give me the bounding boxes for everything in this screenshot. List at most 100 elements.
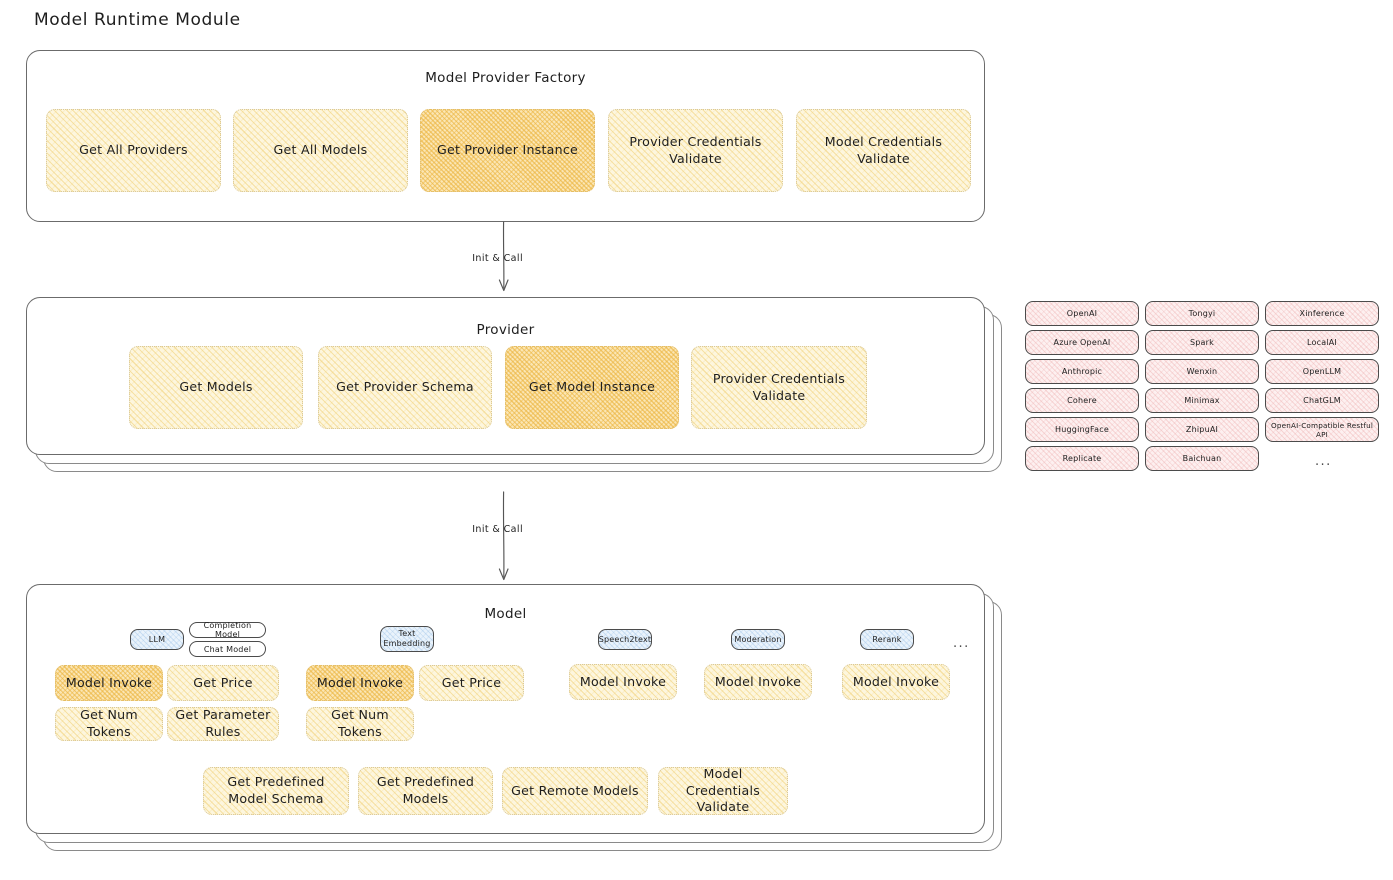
model-common-box-get-predefined-models[interactable]: Get Predefined Models [358,767,493,815]
speech2text-box-model-invoke[interactable]: Model Invoke [569,664,677,700]
model-common-box-get-remote-models[interactable]: Get Remote Models [502,767,648,815]
model-type-badge-label: Moderation [734,634,782,644]
provider-chip-replicate[interactable]: Replicate [1025,446,1139,471]
provider-chip-label: ZhipuAI [1185,425,1219,434]
model-types-more-ellipsis: ... [953,636,970,651]
model-type-badge-speech2text[interactable]: Speech2text [598,629,652,650]
provider-chip-openai-compatible-restful-api[interactable]: OpenAI-Compatible Restful API [1265,417,1379,442]
provider-chip-openai[interactable]: OpenAI [1025,301,1139,326]
provider-chip-zhipuai[interactable]: ZhipuAI [1145,417,1259,442]
factory-box-get-provider-instance[interactable]: Get Provider Instance [420,109,595,192]
model-title: Model [484,606,527,622]
llm-box-label: Model Invoke [65,674,153,690]
provider-box-get-models[interactable]: Get Models [129,346,303,429]
text-embedding-box-label: Get Num Tokens [331,707,389,739]
provider-chip-label: Spark [1190,338,1214,347]
llm-box-model-invoke[interactable]: Model Invoke [55,665,163,701]
model-provider-factory-title: Model Provider Factory [425,70,586,86]
rerank-box-model-invoke[interactable]: Model Invoke [842,664,950,700]
provider-chip-label: Anthropic [1061,367,1103,376]
provider-chip-anthropic[interactable]: Anthropic [1025,359,1139,384]
provider-panel: Provider Get Models Get Provider Schema … [26,297,985,455]
factory-box-label: Provider Credentials Validate [629,133,762,166]
model-type-badge-rerank[interactable]: Rerank [860,629,914,650]
provider-box-label: Get Models [179,379,253,395]
provider-chip-openllm[interactable]: OpenLLM [1265,359,1379,384]
provider-chip-label: Xinference [1299,309,1345,318]
factory-box-label: Model Credentials Validate [824,133,943,166]
text-embedding-box-get-num-tokens[interactable]: Get Num Tokens [306,707,414,741]
model-panel: Model LLM Completion Model Chat Model Mo… [26,584,985,834]
factory-box-provider-credentials-validate[interactable]: Provider Credentials Validate [608,109,783,192]
provider-chip-label: Azure OpenAI [1053,338,1111,347]
provider-chip-label: Baichuan [1182,454,1222,463]
factory-box-get-all-models[interactable]: Get All Models [233,109,408,192]
model-type-badge-label: Text Embedding [383,629,431,648]
model-subbadge-completion-model[interactable]: Completion Model [189,621,266,639]
model-common-box-label: Model Credentials Validate [685,766,761,815]
provider-chip-minimax[interactable]: Minimax [1145,388,1259,413]
provider-box-label: Get Provider Schema [336,379,474,395]
provider-chip-cohere[interactable]: Cohere [1025,388,1139,413]
model-type-badge-label: Speech2text [598,634,652,644]
provider-box-label: Get Model Instance [528,379,656,395]
provider-chip-label: Replicate [1062,454,1102,463]
provider-chip-label: Minimax [1184,396,1220,405]
model-type-badge-moderation[interactable]: Moderation [731,629,785,650]
moderation-box-model-invoke[interactable]: Model Invoke [704,664,812,700]
model-common-box-label: Get Predefined Models [376,774,475,806]
factory-box-label: Get All Providers [79,142,188,158]
llm-box-get-parameter-rules[interactable]: Get Parameter Rules [167,707,279,741]
page-title: Model Runtime Module [34,10,241,30]
model-subbadge-label: Completion Model [203,621,252,639]
provider-chip-label: Tongyi [1188,309,1216,318]
arrow-factory-to-provider [494,221,514,296]
provider-chip-xinference[interactable]: Xinference [1265,301,1379,326]
model-common-box-label: Get Predefined Model Schema [227,774,325,806]
provider-chip-label: Wenxin [1186,367,1218,376]
model-type-badge-text-embedding[interactable]: Text Embedding [380,626,434,652]
provider-chip-tongyi[interactable]: Tongyi [1145,301,1259,326]
model-type-badge-label: LLM [148,634,166,644]
llm-box-get-price[interactable]: Get Price [167,665,279,701]
llm-box-get-num-tokens[interactable]: Get Num Tokens [55,707,163,741]
provider-chip-label: OpenAI [1066,309,1098,318]
speech2text-box-label: Model Invoke [579,673,667,689]
text-embedding-box-model-invoke[interactable]: Model Invoke [306,665,414,701]
provider-chip-label: LocalAI [1307,338,1337,347]
model-provider-factory-panel: Model Provider Factory Get All Providers… [26,50,985,222]
provider-box-label: Provider Credentials Validate [712,370,846,403]
provider-chip-huggingface[interactable]: HuggingFace [1025,417,1139,442]
provider-chip-label: HuggingFace [1055,425,1109,434]
provider-list: OpenAI Azure OpenAI Anthropic Cohere Hug… [1025,300,1380,475]
provider-box-get-model-instance[interactable]: Get Model Instance [505,346,679,429]
provider-chip-label: ChatGLM [1303,396,1341,405]
model-common-box-get-predefined-model-schema[interactable]: Get Predefined Model Schema [203,767,349,815]
arrow-label-init-and-call-1: Init & Call [472,253,523,264]
provider-box-provider-credentials-validate[interactable]: Provider Credentials Validate [691,346,867,429]
model-type-badge-llm[interactable]: LLM [130,629,184,650]
model-common-box-label: Get Remote Models [511,782,639,798]
model-subbadge-chat-model[interactable]: Chat Model [189,641,266,657]
factory-box-get-all-providers[interactable]: Get All Providers [46,109,221,192]
provider-title: Provider [476,322,535,338]
provider-chip-label: OpenLLM [1302,367,1342,376]
model-common-box-model-credentials-validate[interactable]: Model Credentials Validate [658,766,788,815]
provider-box-get-provider-schema[interactable]: Get Provider Schema [318,346,492,429]
factory-box-model-credentials-validate[interactable]: Model Credentials Validate [796,109,971,192]
arrow-label-init-and-call-2: Init & Call [472,524,523,535]
llm-box-label: Get Price [193,674,253,690]
provider-list-more-ellipsis: ... [1315,454,1332,469]
provider-chip-spark[interactable]: Spark [1145,330,1259,355]
provider-chip-label: Cohere [1067,396,1097,405]
text-embedding-box-label: Model Invoke [316,674,404,690]
provider-chip-chatglm[interactable]: ChatGLM [1265,388,1379,413]
provider-chip-localai[interactable]: LocalAI [1265,330,1379,355]
model-subbadge-label: Chat Model [203,644,252,654]
provider-chip-wenxin[interactable]: Wenxin [1145,359,1259,384]
text-embedding-box-label: Get Price [441,674,502,690]
factory-box-label: Get Provider Instance [436,142,579,158]
text-embedding-box-get-price[interactable]: Get Price [419,665,524,701]
provider-chip-baichuan[interactable]: Baichuan [1145,446,1259,471]
provider-chip-azure-openai[interactable]: Azure OpenAI [1025,330,1139,355]
